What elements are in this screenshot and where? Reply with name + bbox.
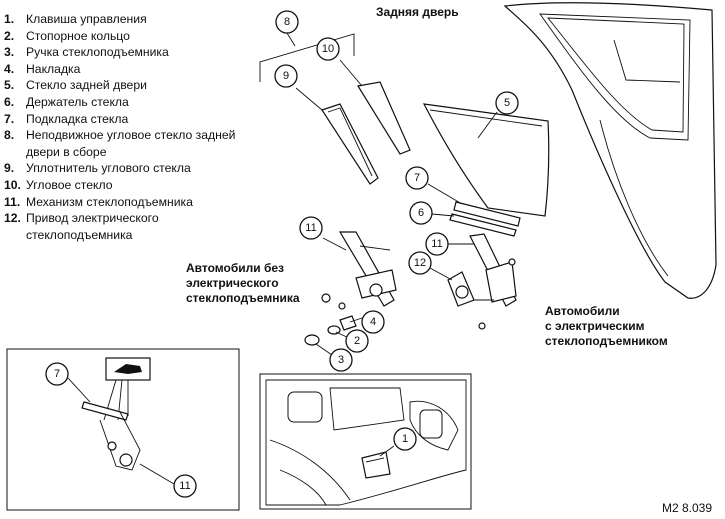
with-power-label-line-3: стеклоподъемником: [545, 334, 668, 348]
callout-12: 12: [408, 251, 432, 275]
legend-item-9: 9.Уплотнитель углового стекла: [4, 161, 191, 176]
callout-6: 6: [409, 201, 433, 225]
callout-11-inset: 11: [173, 474, 197, 498]
legend-item-6: 6.Держатель стекла: [4, 94, 129, 109]
svg-text:7: 7: [414, 172, 420, 184]
legend-list: 1.Клавиша управления 2.Стопорное кольцо …: [4, 11, 256, 243]
power-window-regulator: [447, 233, 517, 330]
without-power-label-line-2: электрического: [186, 276, 279, 290]
corner-glass: [357, 81, 411, 155]
with-power-label-line-2: с электрическим: [545, 319, 645, 333]
callout-4: 4: [361, 310, 385, 334]
svg-text:9: 9: [283, 70, 289, 82]
svg-text:12: 12: [414, 257, 426, 269]
callout-7-inset: 7: [45, 362, 69, 386]
legend-item-7: 7.Подкладка стекла: [4, 111, 129, 126]
manual-window-regulator: [321, 231, 397, 310]
callout-11-power: 11: [425, 232, 449, 256]
callout-7: 7: [405, 166, 429, 190]
legend-item-8: 8.Неподвижное угловое стекло задней двер…: [4, 128, 236, 159]
rear-door-label: Задняя дверь: [376, 5, 459, 19]
with-power-label-line-1: Автомобили: [545, 304, 620, 318]
svg-text:10: 10: [322, 43, 334, 55]
inset-left: [6, 348, 240, 511]
svg-text:3: 3: [338, 354, 344, 366]
callout-9: 9: [274, 64, 298, 88]
corner-glass-seal: [321, 103, 379, 185]
legend-item-12: 12.Привод электрического стеклоподъемник…: [4, 211, 159, 242]
svg-text:6: 6: [418, 207, 424, 219]
callout-10: 10: [316, 37, 340, 61]
callout-11-manual: 11: [299, 216, 323, 240]
svg-text:11: 11: [179, 480, 190, 492]
rear-door-glass: [422, 103, 550, 217]
legend-item-3: 3.Ручка стеклоподъемника: [4, 45, 169, 60]
leader-lines: [295, 59, 498, 356]
inset-right: [259, 373, 472, 510]
figure-code: M2 8.039: [662, 501, 712, 515]
svg-text:1: 1: [402, 433, 408, 445]
callout-2: 2: [345, 329, 369, 353]
rear-door-drawing: [503, 2, 717, 299]
svg-text:5: 5: [504, 97, 510, 109]
without-power-label-line-1: Автомобили без: [186, 261, 284, 275]
svg-text:11: 11: [431, 238, 442, 250]
callout-3: 3: [329, 348, 353, 372]
svg-text:2: 2: [354, 335, 360, 347]
callout-8: 8: [275, 10, 299, 34]
svg-text:4: 4: [370, 316, 376, 328]
without-power-label-line-3: стеклоподъемника: [186, 291, 300, 305]
legend-item-11: 11.Механизм стеклоподъемника: [4, 194, 193, 209]
svg-text:7: 7: [54, 368, 60, 380]
assembly-bracket: [259, 32, 355, 82]
legend-item-2: 2.Стопорное кольцо: [4, 28, 130, 43]
callout-1: 1: [393, 427, 417, 451]
legend-item-4: 4.Накладка: [4, 61, 81, 76]
legend-item-1: 1.Клавиша управления: [4, 12, 147, 26]
legend-item-10: 10.Угловое стекло: [4, 177, 113, 192]
callout-5: 5: [495, 91, 519, 115]
svg-text:8: 8: [284, 16, 290, 28]
mechanism-icon: [114, 364, 142, 374]
svg-text:11: 11: [305, 222, 316, 234]
legend-item-5: 5.Стекло задней двери: [4, 78, 147, 93]
glass-holder: [449, 201, 521, 237]
